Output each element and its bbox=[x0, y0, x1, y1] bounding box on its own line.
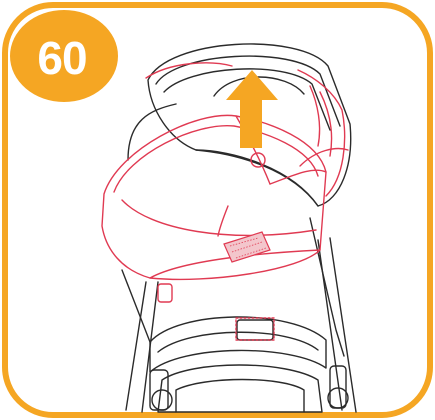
step-number: 60 bbox=[37, 35, 86, 81]
carrycot-label-patch bbox=[224, 232, 270, 262]
step-badge: 60 bbox=[10, 10, 118, 102]
carrycot-bassinet bbox=[102, 63, 348, 340]
